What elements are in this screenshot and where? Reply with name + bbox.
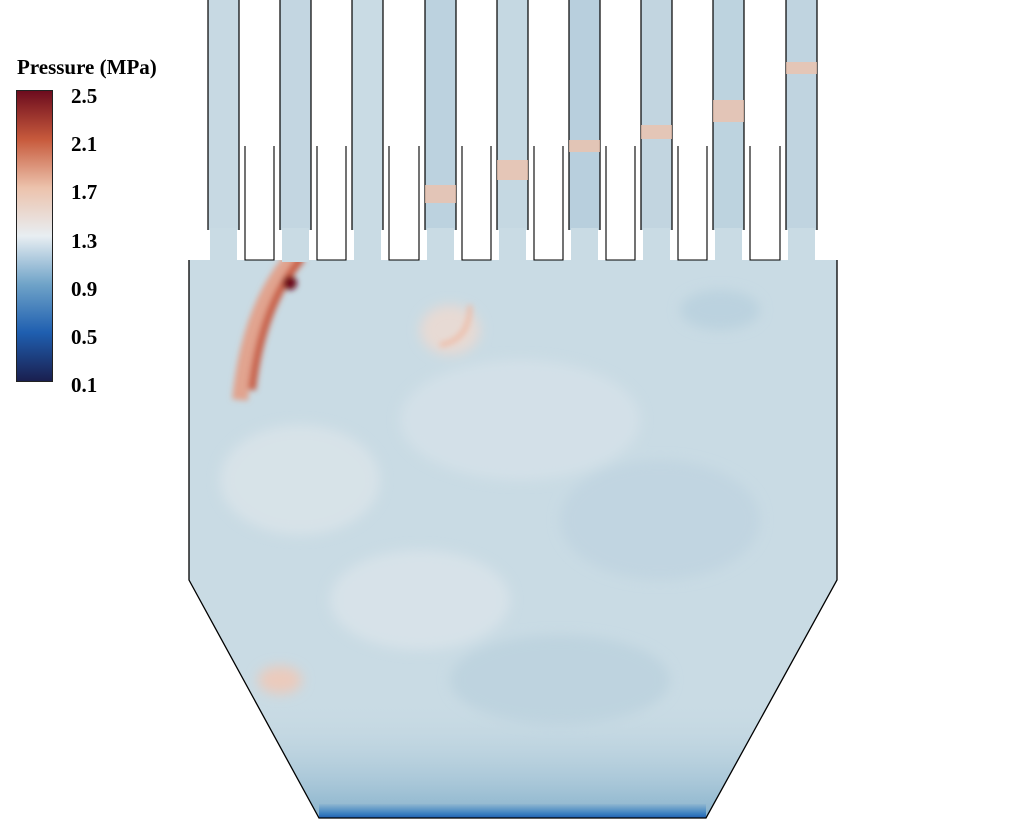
channel-pressure-band	[497, 160, 528, 180]
colorbar-tick-label: 1.7	[71, 180, 98, 205]
channel-gap	[462, 0, 491, 260]
channel-connector-fluid	[571, 228, 598, 262]
channel-connector-fluid	[210, 228, 237, 262]
splitter-plate	[244, 146, 275, 261]
splitter-plate	[316, 146, 347, 261]
channel-wall	[568, 0, 601, 230]
colorbar-tick-label: 0.9	[71, 276, 98, 301]
channel-pressure-band	[713, 100, 744, 122]
colorbar-tick-label: 2.1	[71, 132, 98, 157]
splitter-plate	[749, 146, 781, 261]
chamber-fluid-region	[189, 260, 837, 818]
channel-gap	[606, 0, 635, 260]
splitter-plate	[533, 146, 564, 261]
channel-fluid	[352, 0, 383, 230]
channel-connector-fluid	[715, 228, 742, 262]
outlet-low-pressure	[319, 804, 706, 818]
channel-gap	[750, 0, 780, 260]
channel-gap	[534, 0, 563, 260]
channel-wall	[785, 0, 818, 230]
channel-connector-fluid	[643, 228, 670, 262]
splitter-plate	[461, 146, 492, 261]
channel-connector-fluid	[499, 228, 526, 262]
channel-fluid	[786, 0, 817, 230]
colorbar	[16, 90, 53, 382]
channel-pressure-band	[641, 125, 672, 139]
channel-connector-fluid	[427, 228, 454, 262]
channel-fluid	[280, 0, 311, 230]
channel-wall	[279, 0, 312, 230]
channel-wall	[207, 0, 240, 230]
channel-wall	[640, 0, 673, 230]
channel-gap	[245, 0, 274, 260]
splitter-plate	[605, 146, 636, 261]
channel-fluid	[641, 0, 672, 230]
channel-pressure-band	[425, 185, 456, 203]
channel-connector-fluid	[788, 228, 815, 262]
colorbar-tick-label: 0.1	[71, 373, 98, 398]
channel-pressure-band	[786, 62, 817, 74]
chamber-wall	[188, 260, 838, 819]
channel-fluid	[497, 0, 528, 230]
splitter-plate	[388, 146, 420, 261]
channel-fluid	[569, 0, 600, 230]
colorbar-title: Pressure (MPa)	[17, 55, 157, 79]
channel-fluid	[208, 0, 239, 230]
colorbar-tick-label: 2.5	[71, 84, 98, 108]
channel-gap	[317, 0, 346, 260]
channel-connector-fluid	[282, 228, 309, 262]
shock-front	[232, 260, 473, 401]
colorbar-tick-label: 0.5	[71, 325, 98, 349]
channel-wall	[496, 0, 529, 230]
splitter-plate	[677, 146, 708, 261]
channel-wall	[351, 0, 384, 230]
channel-gap	[678, 0, 707, 260]
channel-pressure-band	[569, 140, 600, 152]
channel-connector-fluid	[354, 228, 381, 262]
injector-channels	[207, 0, 818, 262]
colorbar-tick-label: 1.3	[71, 228, 98, 253]
channel-gap	[389, 0, 419, 260]
